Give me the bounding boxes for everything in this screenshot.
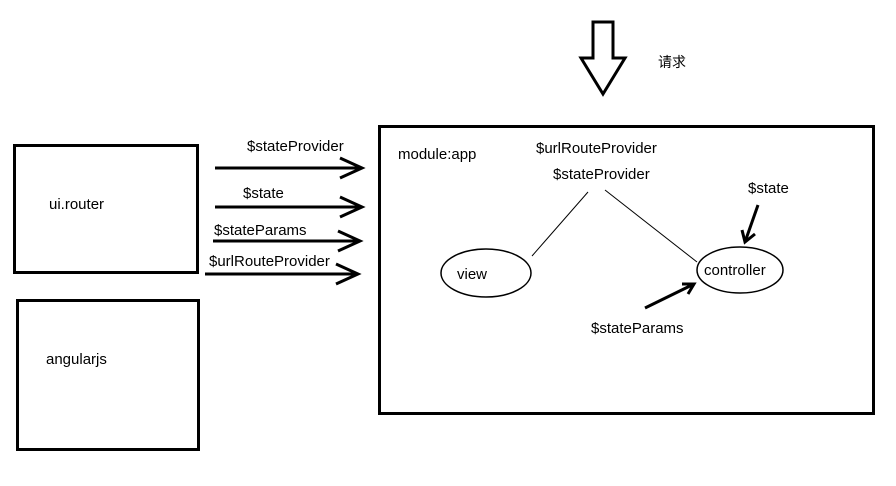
module-app-label: module:app [398,146,477,163]
request-down-arrow [578,20,628,97]
arrow-stateparams [213,229,364,253]
arrow-label-stateparams: $stateParams [214,222,307,239]
arrow-label-urlrouteprovider: $urlRouteProvider [209,253,330,270]
arrow-label-stateprovider: $stateProvider [247,138,344,155]
view-label: view [457,266,488,283]
ui-router-box: ui.router [13,144,199,274]
controller-label: controller [704,262,766,279]
controller-stateparams-label: $stateParams [591,320,684,337]
angularjs-label: angularjs [46,351,107,368]
arrow-state [215,195,366,219]
angularjs-box: angularjs [16,299,200,451]
provider-to-controller-line [604,189,698,263]
state-arrow [740,204,760,245]
controller-ellipse [696,246,784,294]
module-app-box: module:app [378,125,875,415]
arrow-label-state: $state [243,185,284,202]
controller-state-label: $state [748,180,789,197]
ui-router-label: ui.router [49,196,105,213]
module-stateprovider-label: $stateProvider [553,166,650,183]
arrow-stateprovider [215,156,366,180]
request-label: 请求 [658,54,686,70]
view-ellipse [440,248,532,298]
stateparams-arrow [644,282,697,310]
arrow-urlrouteprovider [205,262,362,286]
module-urlrouteprovider-label: $urlRouteProvider [536,140,657,157]
provider-to-view-line [531,191,589,257]
